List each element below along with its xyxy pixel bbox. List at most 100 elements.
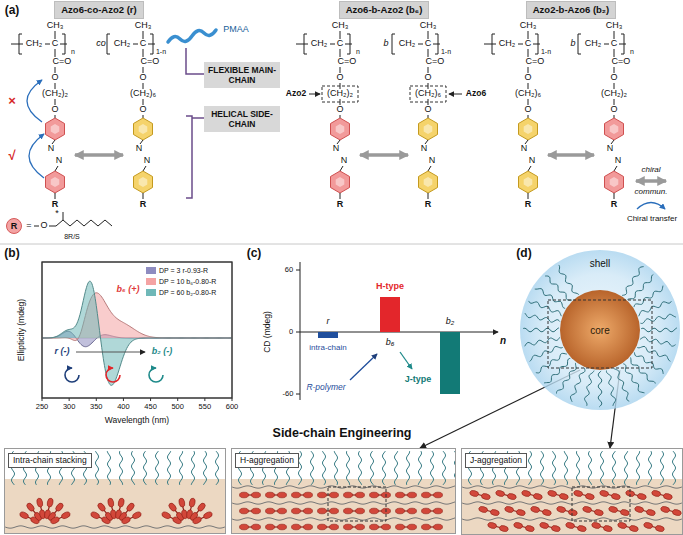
- mesogen-unit: [54, 502, 64, 513]
- annotation-label: 600: [226, 403, 239, 411]
- annotation-label: 500: [171, 403, 184, 411]
- annotation-label: Wavelength (nm): [105, 416, 169, 425]
- annotation-label: C=O: [53, 57, 72, 67]
- cd-spectrum-plot: [42, 262, 232, 401]
- mesogen-unit: [370, 524, 379, 530]
- azo-mesogen: [422, 508, 443, 514]
- azo-mesogen: [370, 524, 391, 530]
- mesogen-unit: [568, 509, 578, 517]
- mesogen-unit: [556, 506, 566, 514]
- annotation-label: (a): [5, 4, 20, 17]
- annotation-label: Azo2: [286, 89, 306, 98]
- azo-mesogen: [608, 506, 630, 517]
- azo-mesogen: [582, 506, 604, 517]
- annotation-label: N: [421, 144, 428, 154]
- shell-chain: [672, 451, 675, 485]
- axis-tick: [177, 398, 178, 401]
- bond-line: [428, 193, 429, 199]
- azo-mesogen: [634, 506, 656, 517]
- mesogen-unit: [481, 493, 491, 501]
- aggregation-panel: Intra-chain stacking: [4, 448, 226, 534]
- polymer-chain: [529, 301, 562, 316]
- substituent-circle: R: [6, 218, 22, 234]
- node-text: R: [6, 218, 22, 234]
- legend-text: DP = 60 b₂-0.80-R: [159, 289, 216, 296]
- annotation-label: (CH₂)₂: [327, 89, 353, 99]
- ring-highlight: [424, 177, 433, 187]
- mesogen-unit: [637, 493, 647, 501]
- annotation-label: (CH₂)₆: [415, 89, 441, 99]
- polymer-chain: [640, 314, 675, 323]
- legend-row: DP = 60 b₂-0.80-R: [146, 287, 216, 298]
- shell-chain: [358, 451, 361, 485]
- rotation-arrow: [106, 368, 120, 382]
- annotation-label: b₂ (-): [152, 347, 172, 357]
- mesogen-unit: [117, 498, 124, 508]
- annotation-label: N: [429, 156, 436, 166]
- shell-chain: [119, 451, 122, 485]
- azo-mesogen: [370, 492, 391, 498]
- legend-text: DP = 10 b₆-0.80-R: [159, 278, 216, 285]
- spectrum-line: [42, 281, 232, 385]
- mesogen-unit: [370, 492, 379, 498]
- annotation-label: *: [55, 209, 59, 219]
- mesogen-unit: [507, 493, 517, 501]
- bracket: [107, 34, 110, 54]
- shell-chain: [310, 451, 313, 485]
- ring-highlight: [524, 124, 533, 134]
- mesogen-unit: [396, 492, 405, 498]
- annotation-label: N: [341, 156, 348, 166]
- bond-line: [340, 193, 341, 199]
- mesogen-unit: [240, 492, 249, 498]
- annotation-label: -60: [283, 390, 294, 398]
- chiral-communication-arrow: [548, 153, 594, 157]
- rotation-arrow: [149, 368, 163, 382]
- annotation-label: J-type: [405, 375, 432, 385]
- chiral-communication-arrow: [75, 153, 123, 157]
- annotation-label: C: [525, 39, 532, 49]
- annotation-label: O: [40, 221, 47, 231]
- azo-mesogen: [539, 522, 561, 533]
- annotation-label: C=O: [141, 57, 160, 67]
- bond-line: [60, 44, 67, 45]
- bond-line: [330, 44, 335, 45]
- axis-tick: [69, 398, 70, 401]
- bond-line: [55, 31, 56, 39]
- annotation-label: n: [500, 335, 506, 346]
- mesogen-unit: [292, 508, 301, 514]
- annotation-label: n: [71, 48, 75, 56]
- pointer-arrow: [449, 94, 462, 95]
- mesogen-unit: [611, 493, 621, 501]
- azo-mesogen: [617, 522, 639, 533]
- annotation-label: ×: [8, 94, 16, 108]
- annotation-label: Ellipticity (mdeg): [17, 299, 26, 361]
- dashed-box: [322, 86, 358, 102]
- bond-line: [614, 166, 617, 171]
- polymer-chain: [637, 346, 670, 361]
- node-text: FLEXIBLE MAIN-CHAIN: [206, 65, 278, 85]
- mesogen-unit: [542, 509, 552, 517]
- mesogen-unit: [408, 524, 417, 530]
- annotation-label: Chiral transfer: [627, 215, 677, 224]
- axis-tick: [232, 398, 233, 401]
- plot-frame: [42, 262, 232, 398]
- shell-chain: [143, 451, 146, 485]
- node-text: core: [590, 325, 609, 336]
- bond-line: [484, 44, 496, 45]
- bond-line: [34, 226, 39, 227]
- benzene-ring: [605, 118, 624, 140]
- annotation-label: CH₃: [332, 21, 349, 31]
- axis-tick: [42, 398, 43, 401]
- plot-frame: [42, 262, 232, 398]
- ring-highlight: [51, 177, 60, 187]
- azo-mesogen: [50, 511, 71, 525]
- shell-chain: [564, 451, 567, 485]
- shell-chain: [322, 451, 325, 485]
- mesogen-unit: [266, 524, 275, 530]
- mesogen-unit: [132, 511, 143, 520]
- bond-line: [45, 44, 50, 45]
- annotation-label: (CH₂)₂: [42, 89, 68, 99]
- bond-line: [143, 49, 144, 57]
- polymer-name-box: Azo6-b-Azo2 (b₆): [339, 1, 430, 19]
- bond-line: [614, 49, 615, 57]
